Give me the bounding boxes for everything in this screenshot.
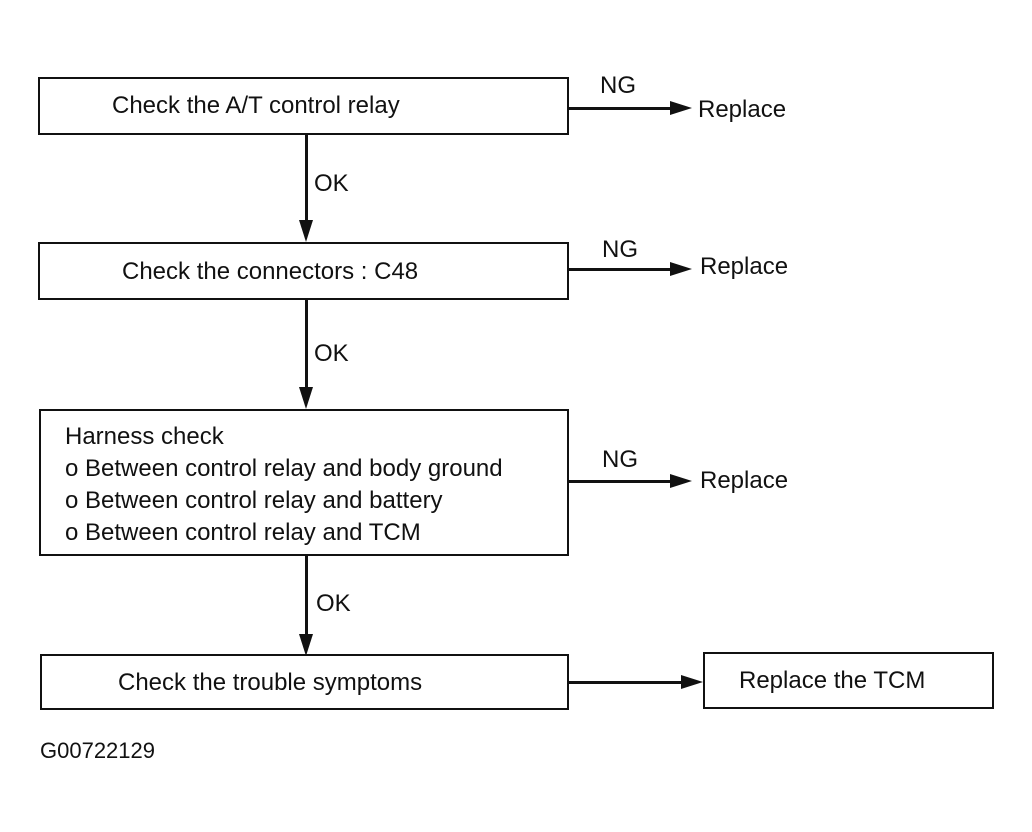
figure-id: G00722129	[40, 738, 155, 763]
harness-check-content: Harness check o Between control relay an…	[65, 421, 503, 549]
replace-label-1: Replace	[698, 96, 787, 123]
result-arrowhead	[681, 675, 703, 689]
ok-label-2: OK	[314, 340, 349, 367]
ok-label-1: OK	[314, 170, 349, 197]
ng-label-1: NG	[600, 72, 636, 99]
harness-item-body-ground: o Between control relay and body ground	[65, 455, 503, 482]
harness-check-title: Harness check	[65, 423, 224, 450]
ng-label-3: NG	[602, 446, 638, 473]
step-box-trouble-symptoms: Check the trouble symptoms	[40, 654, 569, 710]
ng-label-2: NG	[602, 236, 638, 263]
result-label-replace-tcm: Replace the TCM	[739, 667, 926, 694]
step-box-check-connectors: Check the connectors : C48	[38, 242, 569, 300]
ng-arrowhead-1	[670, 101, 692, 115]
step-box-harness-check: Harness check o Between control relay an…	[39, 409, 569, 556]
harness-item-tcm: o Between control relay and TCM	[65, 519, 421, 546]
ok-arrowhead-2	[299, 387, 313, 409]
step-box-check-relay: Check the A/T control relay	[38, 77, 569, 135]
ok-label-3: OK	[316, 590, 351, 617]
step-label-trouble-symptoms: Check the trouble symptoms	[118, 669, 423, 696]
ng-connector-line-1	[569, 107, 679, 110]
ng-connector-line-2	[569, 268, 679, 271]
step-label-check-connectors: Check the connectors : C48	[122, 258, 419, 285]
harness-item-battery: o Between control relay and battery	[65, 487, 443, 514]
result-connector-line	[569, 681, 685, 684]
replace-label-3: Replace	[700, 467, 789, 494]
ng-arrowhead-3	[670, 474, 692, 488]
result-box-replace-tcm: Replace the TCM	[703, 652, 994, 709]
ok-arrowhead-1	[299, 220, 313, 242]
ok-connector-line-1	[305, 135, 308, 225]
ng-arrowhead-2	[670, 262, 692, 276]
step-label-check-relay: Check the A/T control relay	[112, 92, 400, 119]
ok-connector-line-3	[305, 556, 308, 641]
ng-connector-line-3	[569, 480, 679, 483]
ok-arrowhead-3	[299, 634, 313, 656]
replace-label-2: Replace	[700, 253, 789, 280]
ok-connector-line-2	[305, 300, 308, 392]
